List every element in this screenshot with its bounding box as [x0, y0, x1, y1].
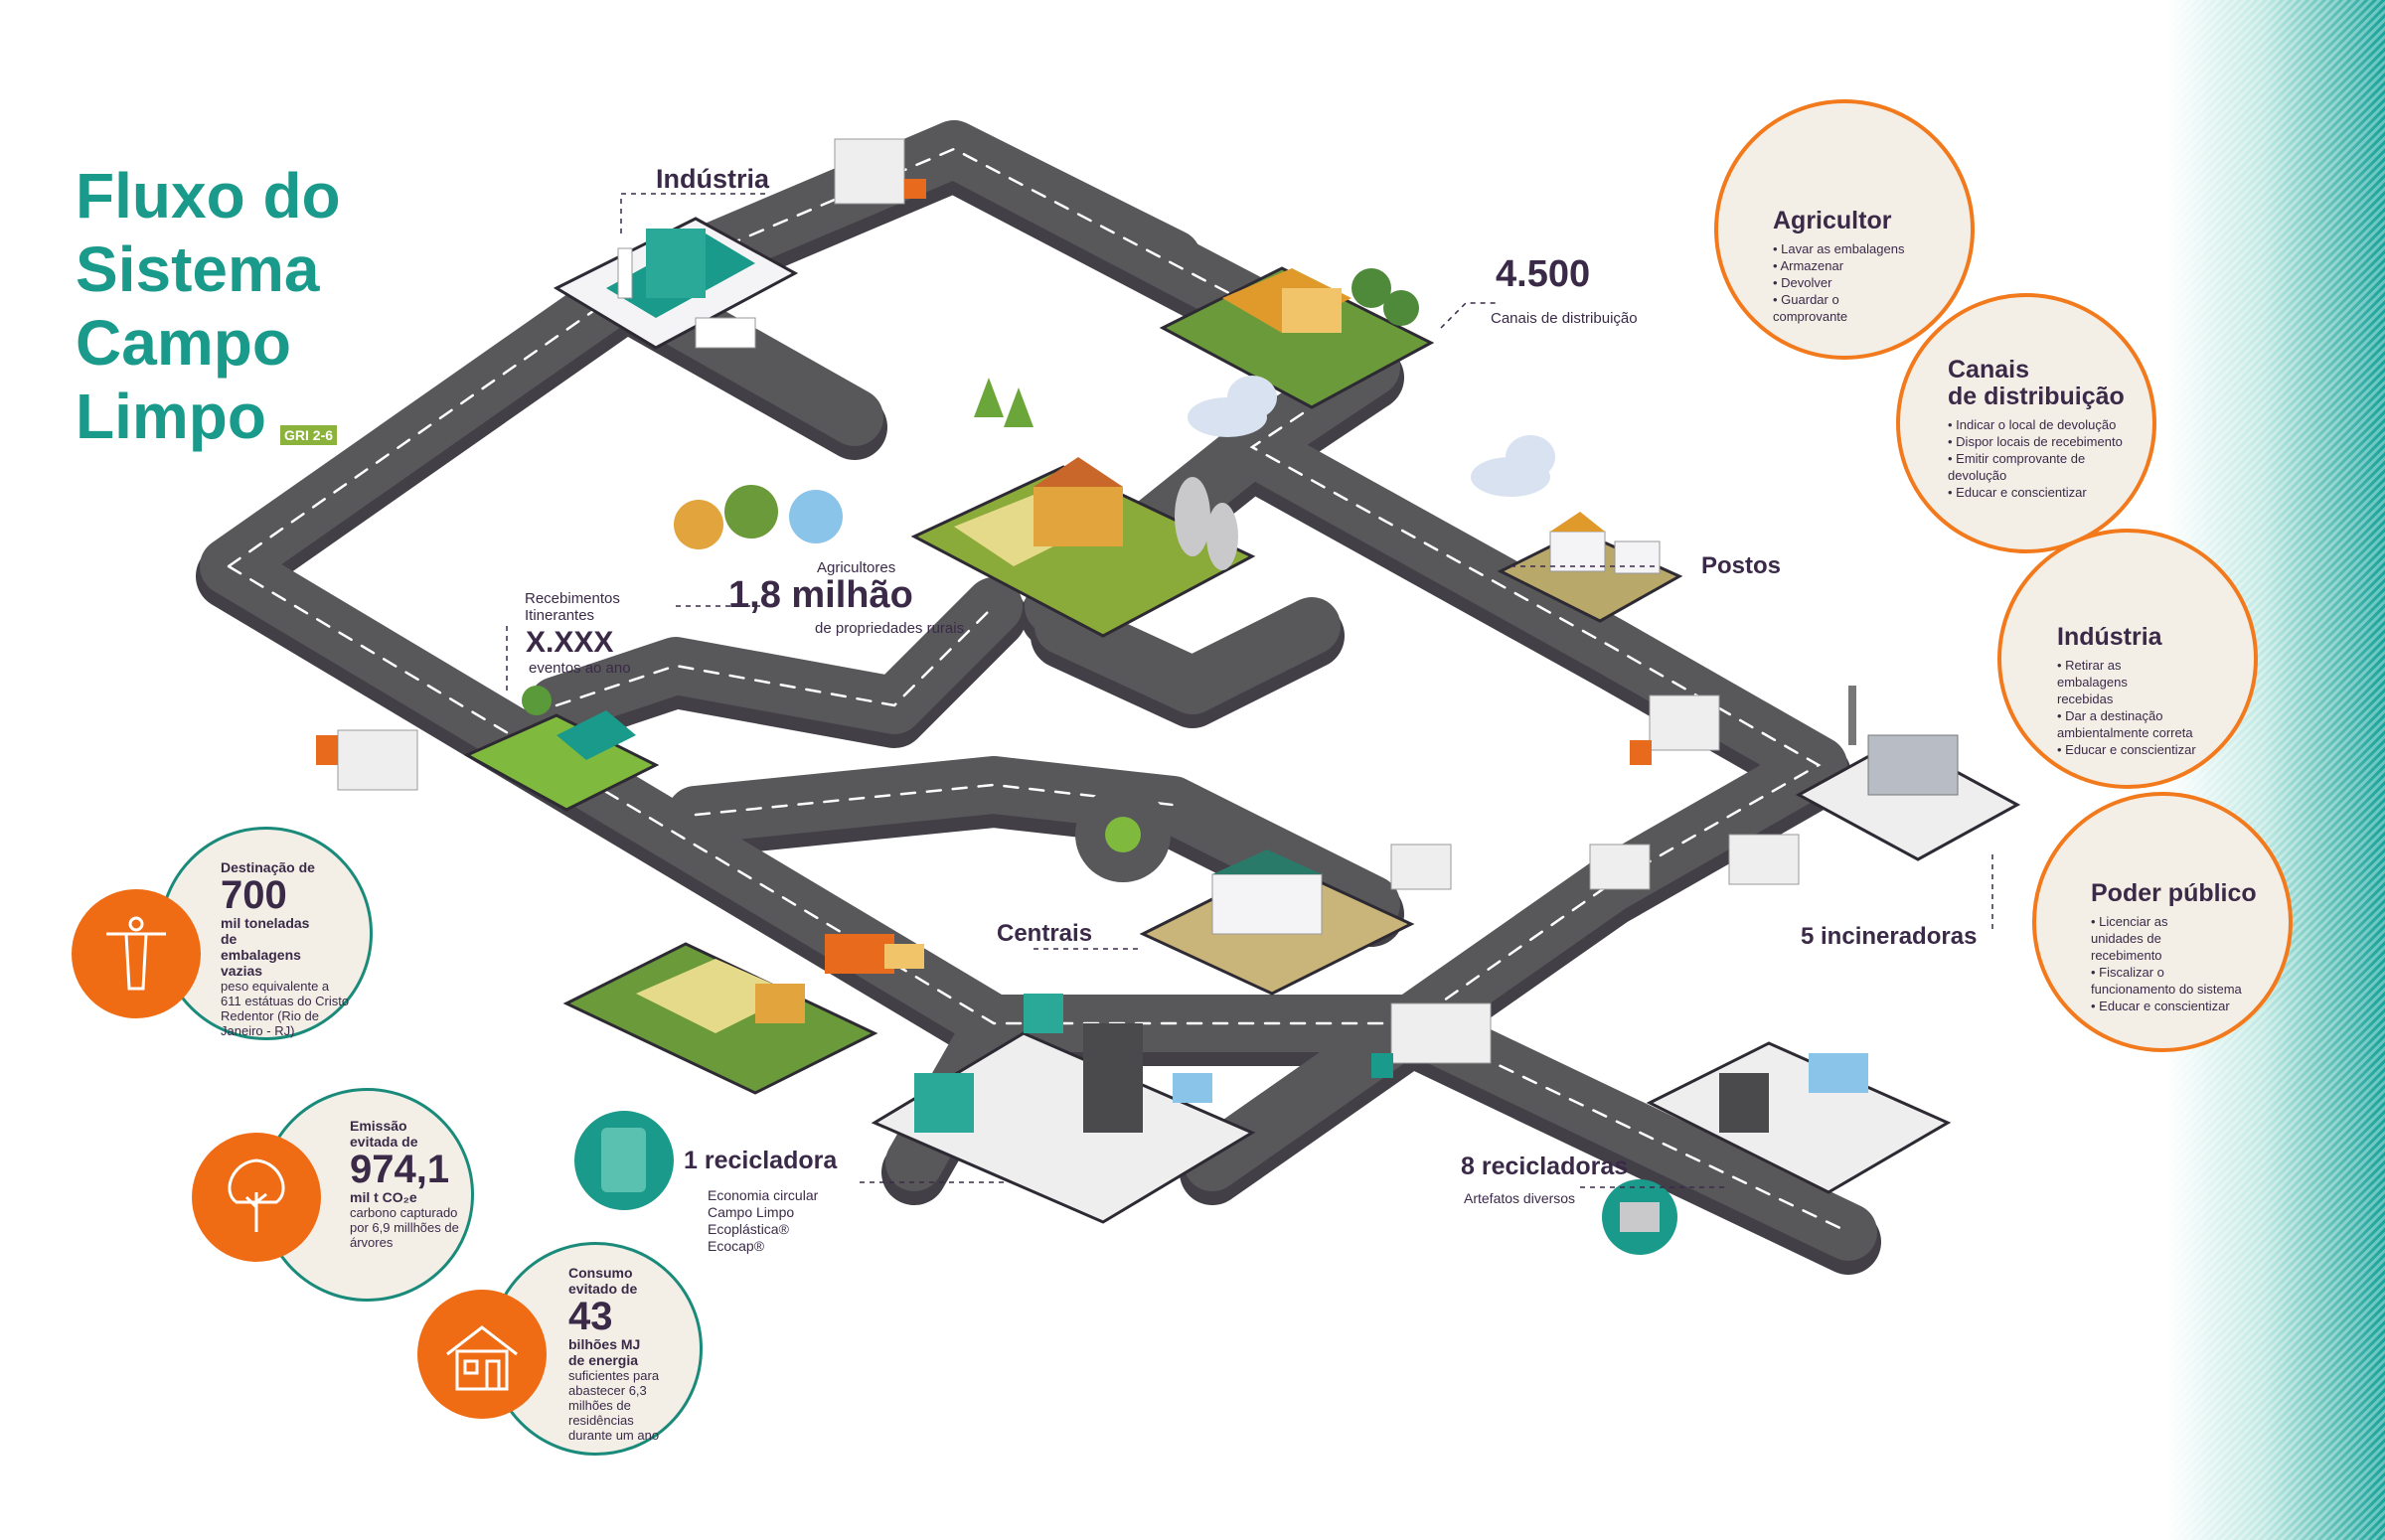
label-canais-text: Canais de distribuição: [1491, 310, 1638, 327]
house-icon: [417, 1290, 547, 1419]
truck: [825, 934, 924, 974]
role-item: Armazenar: [1773, 257, 1904, 274]
role-item: Educar e conscientizar: [2091, 998, 2257, 1014]
label-recicladoras: 8 recicladoras: [1461, 1153, 1629, 1180]
label-recicladora: 1 recicladora: [684, 1147, 838, 1174]
stat-number: 43: [568, 1295, 613, 1338]
cloud: [1188, 376, 1277, 437]
farmers-avatars: [674, 485, 843, 549]
stat-lead: Consumo evitado de: [568, 1265, 638, 1297]
role-item: Dispor locais de recebimento: [1948, 433, 2125, 450]
role-item: Dar a destinação ambientalmente correta: [2057, 707, 2206, 741]
stat-description: suficientes para abastecer 6,3 milhões d…: [568, 1368, 660, 1443]
role-item: Educar e conscientizar: [1948, 484, 2125, 501]
stat-number: 700: [221, 873, 287, 917]
title-line-4: Limpo: [76, 381, 266, 452]
label-canais-number: 4.500: [1496, 253, 1591, 295]
stat-number: 974,1: [350, 1148, 450, 1191]
role-title: Agricultor: [1773, 207, 1892, 234]
role-title-line-2: de distribuição: [1948, 383, 2125, 410]
title-line-2: Sistema: [76, 233, 320, 305]
distribution-store-building: [1159, 266, 1435, 409]
role-circle-agricultor: Agricultor Lavar as embalagens Armazenar…: [1714, 99, 1975, 360]
stat-unit: mil t CO₂e: [350, 1189, 417, 1205]
recicladora-line-2: Campo Limpo: [708, 1204, 795, 1220]
stat-unit: bilhões MJ de energia: [568, 1336, 641, 1368]
container-icon: [574, 1111, 674, 1210]
recycler-plant-8: [1646, 1041, 1952, 1194]
stat-description: peso equivalente a 611 estátuas do Crist…: [221, 979, 350, 1038]
role-item: Lavar as embalagens: [1773, 240, 1904, 257]
title-line-3: Campo: [76, 307, 291, 379]
stat-lead: Destinação de: [221, 859, 315, 875]
stat-text-destinacao: Destinação de 700 mil toneladas de embal…: [221, 859, 370, 1038]
label-recebimentos: Recebimentos: [525, 590, 620, 607]
role-item: Fiscalizar o funcionamento do sistema: [2091, 964, 2250, 998]
role-item: Guardar o comprovante: [1773, 291, 1882, 325]
role-circle-poder-publico: Poder público Licenciar as unidades de r…: [2032, 792, 2293, 1052]
role-item: Devolver: [1773, 274, 1904, 291]
role-title: Canais: [1948, 356, 2029, 384]
label-recebimentos-number: X.XXX: [526, 626, 614, 659]
label-recebimentos-text: eventos ao ano: [529, 660, 631, 677]
label-agricultores-number: 1,8 milhão: [728, 574, 913, 616]
title-line-1: Fluxo do: [76, 160, 341, 231]
tree-icon: [192, 1133, 321, 1262]
farm-property: [910, 378, 1256, 638]
stat-unit: mil toneladas de embalagens vazias: [221, 915, 310, 979]
role-circle-canais: Canais de distribuição Indicar o local d…: [1896, 293, 2156, 553]
itinerant-collection-site: [463, 686, 660, 812]
truck: [1728, 834, 1800, 885]
label-agricultores: Agricultores: [817, 559, 896, 576]
label-itinerantes: Itinerantes: [525, 607, 595, 624]
label-incineradoras: 5 incineradoras: [1801, 923, 1978, 950]
gri-badge: GRI 2-6: [280, 425, 338, 445]
incinerator-plant: [1795, 686, 2021, 861]
page-title: Fluxo do Sistema Campo Limpo: [76, 159, 341, 453]
road-network-map: [196, 120, 2021, 1275]
truck: [1390, 844, 1452, 890]
recicladora-line-4: Ecocap®: [708, 1238, 765, 1254]
role-title: Indústria: [2057, 623, 2162, 651]
teal-gradient-band: [2166, 0, 2385, 1540]
farm-plot: [562, 942, 878, 1095]
role-item: Educar e conscientizar: [2057, 741, 2206, 758]
label-centrais: Centrais: [997, 920, 1093, 947]
stat-lead: Emissão evitada de: [350, 1118, 418, 1150]
cloud: [1471, 435, 1555, 497]
role-item: Emitir comprovante de devolução: [1948, 450, 2087, 484]
role-item: Retirar as embalagens recebidas: [2057, 657, 2186, 707]
truck: [1630, 694, 1720, 765]
label-postos: Postos: [1701, 552, 1782, 579]
christ-redeemer-icon: [72, 889, 201, 1018]
central-receiving-unit: [1139, 849, 1415, 996]
truck: [834, 138, 926, 205]
recycling-plant: [871, 994, 1256, 1224]
role-item: Licenciar as unidades de recebimento: [2091, 913, 2220, 964]
stat-text-consumo: Consumo evitado de 43 bilhões MJ de ener…: [568, 1265, 688, 1443]
stat-description: carbono capturado por 6,9 millhões de ár…: [350, 1205, 459, 1250]
label-agricultores-text: de propriedades rurais: [815, 620, 965, 637]
recicladora-line-1: Economia circular: [708, 1187, 819, 1203]
label-recicladoras-text: Artefatos diversos: [1464, 1190, 1576, 1206]
recycled-artifact-icon: [1602, 1179, 1677, 1255]
truck: [1589, 844, 1651, 890]
stat-text-emissao: Emissão evitada de 974,1 mil t CO₂e carb…: [350, 1118, 469, 1250]
truck: [1371, 1002, 1492, 1078]
recicladora-line-3: Ecoplástica®: [708, 1221, 789, 1237]
role-item: Indicar o local de devolução: [1948, 416, 2125, 433]
role-circle-industria: Indústria Retirar as embalagens recebida…: [1997, 529, 2258, 789]
role-title: Poder público: [2091, 879, 2257, 907]
label-industria: Indústria: [656, 164, 770, 194]
collection-post-building: [1497, 512, 1683, 623]
truck: [316, 729, 418, 791]
factory-building: [553, 217, 799, 350]
